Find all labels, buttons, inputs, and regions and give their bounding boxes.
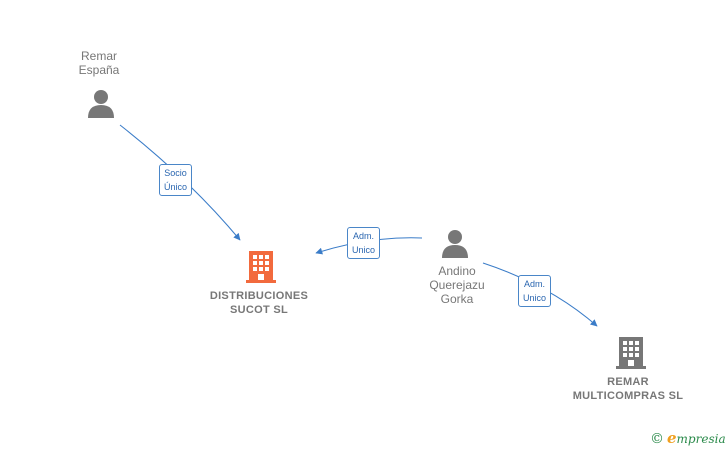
node-label-line: Gorka — [440, 292, 474, 306]
badge-line: Único — [164, 182, 188, 192]
node-label-line: Remar — [80, 49, 118, 63]
brand-name: mpresia — [676, 432, 726, 446]
badge-line: Unico — [523, 293, 547, 303]
brand-initial: e — [667, 429, 677, 447]
badge-line: Adm. — [524, 279, 546, 289]
node-label-remar-espana: Remar España — [79, 49, 120, 77]
node-label-line: SUCOT SL — [229, 304, 289, 316]
brand-logo: ©empresia — [650, 429, 726, 447]
copyright-icon: © — [650, 431, 664, 447]
edge-badge-adm-unico: Adm. Unico — [518, 275, 552, 307]
node-label-distribuciones[interactable]: DISTRIBUCIONES SUCOT SL — [210, 289, 308, 317]
edge-badge-adm-unico: Adm. Unico — [347, 227, 381, 259]
node-label-andino: Andino Querejazu Gorka — [429, 264, 484, 306]
building-icon[interactable] — [616, 335, 646, 369]
person-icon[interactable] — [87, 89, 115, 119]
badge-line: Unico — [352, 245, 376, 255]
node-label-line: DISTRIBUCIONES — [209, 290, 309, 302]
node-label-remar-multicompras[interactable]: REMAR MULTICOMPRAS SL — [573, 375, 684, 403]
badge-line: Adm. — [353, 231, 375, 241]
node-label-line: España — [78, 63, 120, 77]
node-label-line: REMAR — [607, 376, 649, 388]
node-label-line: Querejazu — [429, 278, 485, 292]
edge-badge-socio-unico: Socio Único — [159, 164, 193, 196]
badge-line: Socio — [164, 168, 187, 178]
person-icon[interactable] — [441, 229, 469, 259]
node-label-line: MULTICOMPRAS SL — [572, 390, 684, 402]
node-label-line: Andino — [438, 264, 476, 278]
building-icon[interactable] — [246, 249, 276, 283]
